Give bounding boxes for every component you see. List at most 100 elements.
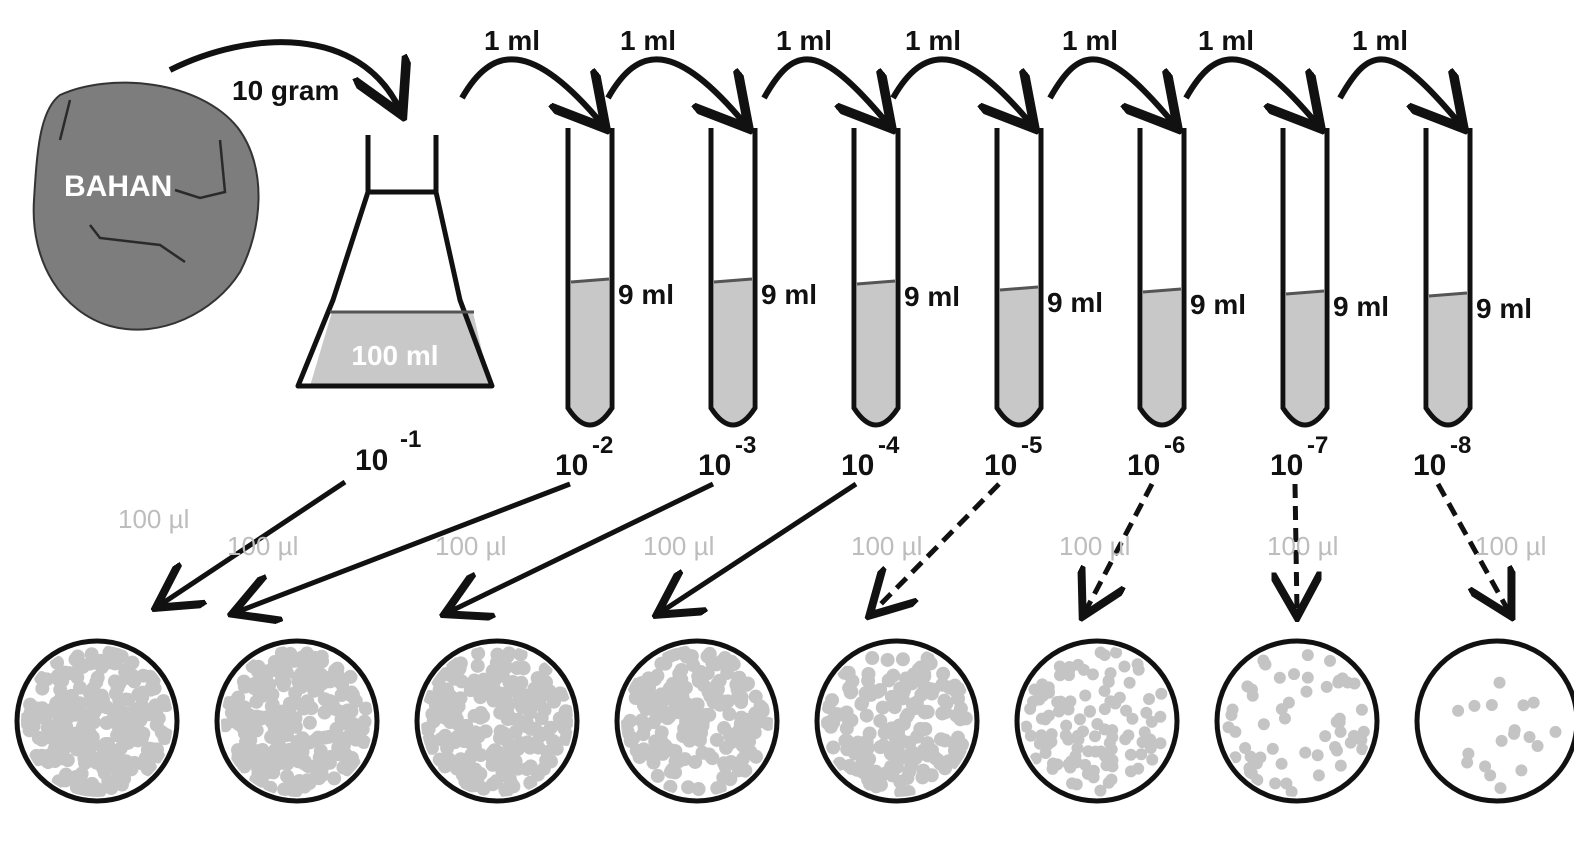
colony — [426, 707, 440, 721]
colony — [119, 693, 133, 707]
colony — [1494, 677, 1506, 689]
colony — [1243, 762, 1255, 774]
test-tube: 9 ml10-7 — [1270, 128, 1389, 482]
tube-volume-label: 9 ml — [1190, 289, 1246, 320]
colony — [845, 761, 859, 775]
colony — [1110, 646, 1122, 658]
colony — [921, 748, 935, 762]
colony — [861, 741, 875, 755]
colony — [882, 673, 896, 687]
colony — [27, 711, 41, 725]
colony — [1276, 703, 1288, 715]
colony — [1509, 724, 1521, 736]
colony — [1280, 777, 1292, 789]
colony — [1319, 730, 1331, 742]
colony — [1313, 769, 1325, 781]
colony — [668, 765, 682, 779]
colony — [152, 711, 166, 725]
tube-dilution-exponent: -4 — [878, 432, 900, 459]
colony — [840, 705, 854, 719]
colony — [537, 703, 551, 717]
colony — [99, 737, 113, 751]
tube-liquid — [1286, 291, 1324, 423]
colony — [710, 781, 724, 795]
colony — [340, 715, 354, 729]
colony — [118, 665, 132, 679]
colony — [692, 782, 706, 796]
colony — [511, 762, 525, 776]
colony — [893, 775, 907, 789]
plating-label: 100 µl — [227, 531, 298, 561]
colony — [884, 741, 898, 755]
colony — [876, 701, 890, 715]
colony — [1532, 740, 1544, 752]
colony — [1125, 749, 1137, 761]
colony — [1227, 704, 1239, 716]
colony — [892, 718, 906, 732]
colony — [865, 651, 879, 665]
plating-label: 100 µl — [1475, 531, 1546, 561]
source-amount-label: 10 gram — [232, 75, 339, 106]
colony — [821, 716, 835, 730]
colony — [1335, 760, 1347, 772]
transfer-label: 1 ml — [905, 25, 961, 56]
source-blob — [34, 83, 259, 330]
colony — [881, 653, 895, 667]
colony — [499, 660, 513, 674]
flask-dilution: 10 -1 — [355, 426, 421, 477]
plating-label: 100 µl — [851, 531, 922, 561]
colony — [524, 759, 538, 773]
colony — [275, 646, 289, 660]
colony — [107, 707, 121, 721]
colony — [514, 676, 528, 690]
colony — [453, 691, 467, 705]
test-tube: 9 ml10-2 — [555, 128, 674, 482]
tube-dilution-exponent: -8 — [1450, 432, 1471, 459]
colony — [1329, 741, 1341, 753]
colony — [491, 749, 505, 763]
colony — [35, 749, 49, 763]
colony — [1523, 731, 1535, 743]
colony — [1155, 688, 1167, 700]
transfer-arrow — [764, 59, 888, 124]
transfer-label: 1 ml — [1198, 25, 1254, 56]
colony — [1486, 699, 1498, 711]
tube-liquid — [857, 281, 895, 423]
colony — [821, 700, 835, 714]
tube-dilution-base: 10 — [1127, 449, 1160, 482]
flask-dilution-exponent: -1 — [400, 426, 421, 453]
colony — [761, 717, 775, 731]
colony — [1258, 718, 1270, 730]
colony — [346, 688, 360, 702]
transfer-arrow — [462, 59, 602, 124]
colony — [1099, 750, 1111, 762]
colony — [629, 691, 643, 705]
transfer-label: 1 ml — [620, 25, 676, 56]
colony — [1072, 730, 1084, 742]
agar-plate — [817, 641, 977, 801]
colony — [471, 646, 485, 660]
tube-volume-label: 9 ml — [1333, 291, 1389, 322]
colony — [914, 660, 928, 674]
colony — [1122, 729, 1134, 741]
colony — [486, 777, 500, 791]
colony — [218, 718, 232, 732]
transfer-label: 1 ml — [776, 25, 832, 56]
colony — [723, 772, 737, 786]
colony — [311, 731, 325, 745]
colony — [665, 744, 679, 758]
colony — [288, 694, 302, 708]
colony — [272, 705, 286, 719]
colony — [1036, 678, 1048, 690]
colony — [1276, 758, 1288, 770]
colony — [1082, 745, 1094, 757]
agar-plate — [417, 641, 577, 801]
colony — [1118, 660, 1130, 672]
colony — [1094, 785, 1106, 797]
colony — [459, 719, 473, 733]
colony — [51, 736, 65, 750]
colony — [910, 730, 924, 744]
colony — [247, 681, 261, 695]
colony — [1468, 700, 1480, 712]
